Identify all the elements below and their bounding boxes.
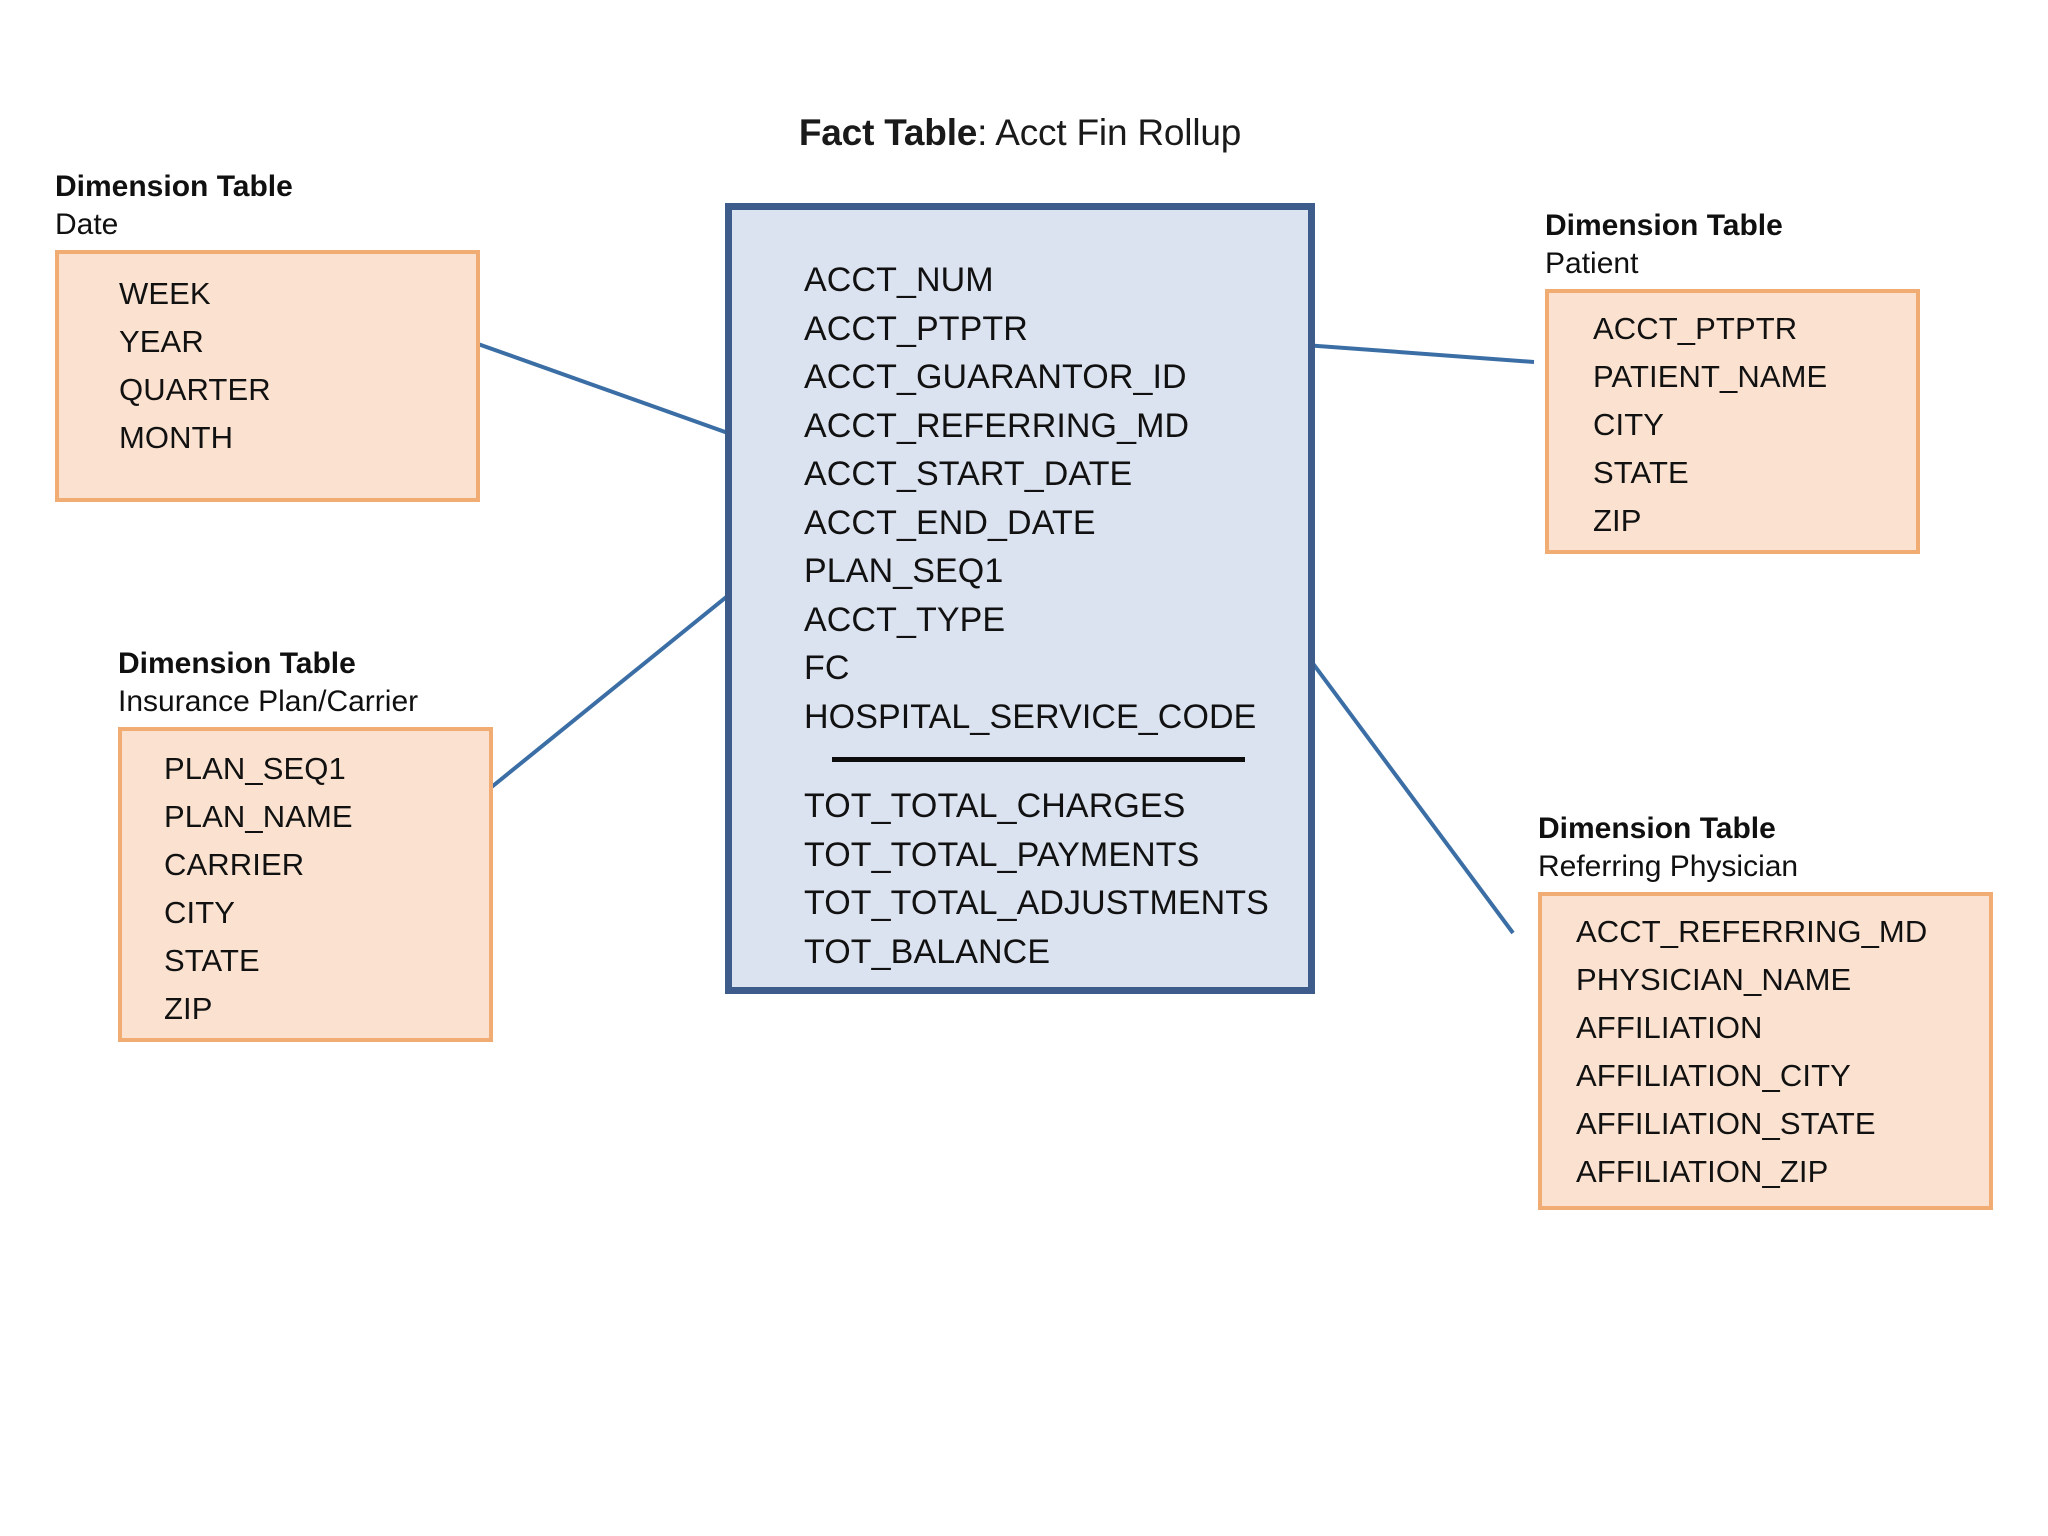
fact-table-title-label: Fact Table: [798, 112, 978, 153]
dimension-table-physician-heading: Dimension Table Referring Physician: [1538, 810, 1993, 886]
fact-field: ACCT_GUARANTOR_ID: [804, 358, 1187, 396]
dimension-table-name: Insurance Plan/Carrier: [118, 684, 419, 718]
dimension-table-physician-box[interactable]: ACCT_REFERRING_MD PHYSICIAN_NAME AFFILIA…: [1538, 891, 1993, 1210]
dimension-table-physician-field-list: ACCT_REFERRING_MD PHYSICIAN_NAME AFFILIA…: [1542, 896, 1989, 1210]
fact-measure: TOT_TOTAL_CHARGES: [804, 787, 1186, 825]
dimension-field: CITY: [164, 894, 236, 930]
fact-measure: TOT_TOTAL_PAYMENTS: [804, 835, 1200, 874]
dimension-table-patient-field-list: ACCT_PTPTR PATIENT_NAME CITY STATE ZIP: [1549, 293, 1916, 559]
dimension-field: STATE: [164, 942, 260, 978]
fact-field: ACCT_TYPE: [804, 600, 1006, 639]
dimension-table-date: Dimension Table Date WEEK YEAR QUARTER M…: [55, 168, 480, 502]
fact-field: ACCT_PTPTR: [804, 309, 1028, 348]
dimension-table-insurance: Dimension Table Insurance Plan/Carrier P…: [118, 645, 493, 1042]
dimension-field: PLAN_SEQ1: [164, 750, 346, 786]
fact-table-title: Fact Table: Acct Fin Rollup: [725, 112, 1315, 154]
dimension-field: AFFILIATION_STATE: [1576, 1105, 1876, 1141]
fact-field: PLAN_SEQ1: [804, 552, 1004, 590]
fact-field: FC: [804, 649, 850, 687]
fact-measure: TOT_BALANCE: [804, 932, 1051, 971]
dimension-field: AFFILIATION_CITY: [1576, 1057, 1851, 1093]
dimension-field: PHYSICIAN_NAME: [1576, 961, 1852, 997]
dimension-table-label: Dimension Table: [1545, 209, 1783, 242]
dimension-field: CARRIER: [164, 846, 305, 882]
dimension-field: QUARTER: [119, 371, 271, 407]
dimension-table-date-box[interactable]: WEEK YEAR QUARTER MONTH: [55, 249, 480, 502]
dimension-field: AFFILIATION_ZIP: [1576, 1153, 1829, 1189]
dimension-table-patient: Dimension Table Patient ACCT_PTPTR PATIE…: [1545, 207, 1920, 554]
fact-table-box[interactable]: ACCT_NUM ACCT_PTPTR ACCT_GUARANTOR_ID AC…: [725, 203, 1315, 994]
fact-measure: TOT_TOTAL_ADJUSTMENTS: [804, 884, 1269, 922]
dimension-field: YEAR: [119, 323, 204, 359]
dimension-table-label: Dimension Table: [118, 647, 356, 680]
fact-field: ACCT_REFERRING_MD: [804, 406, 1190, 445]
dimension-table-date-field-list: WEEK YEAR QUARTER MONTH: [59, 254, 476, 476]
dimension-table-name: Patient: [1545, 246, 1639, 280]
fact-field: ACCT_END_DATE: [804, 503, 1096, 542]
dimension-field: ZIP: [164, 990, 213, 1026]
fact-field: ACCT_START_DATE: [804, 455, 1133, 493]
fact-field: ACCT_NUM: [804, 261, 994, 299]
dimension-table-patient-heading: Dimension Table Patient: [1545, 207, 1920, 283]
fact-table-separator-rule: [832, 757, 1245, 762]
dimension-table-insurance-box[interactable]: PLAN_SEQ1 PLAN_NAME CARRIER CITY STATE Z…: [118, 726, 493, 1042]
dimension-table-name: Date: [55, 207, 119, 241]
dimension-table-insurance-heading: Dimension Table Insurance Plan/Carrier: [118, 645, 493, 721]
dimension-table-date-heading: Dimension Table Date: [55, 168, 480, 244]
dimension-table-label: Dimension Table: [1538, 812, 1776, 845]
dimension-field: WEEK: [119, 275, 211, 311]
fact-field: HOSPITAL_SERVICE_CODE: [804, 697, 1257, 736]
dimension-table-physician: Dimension Table Referring Physician ACCT…: [1538, 810, 1993, 1210]
dimension-field: ACCT_REFERRING_MD: [1576, 913, 1928, 949]
dimension-field: STATE: [1593, 454, 1689, 490]
dimension-field: AFFILIATION: [1576, 1009, 1763, 1045]
dimension-field: ACCT_PTPTR: [1593, 310, 1798, 346]
dimension-field: ZIP: [1593, 502, 1642, 538]
dimension-field: MONTH: [119, 419, 234, 455]
dimension-table-patient-box[interactable]: ACCT_PTPTR PATIENT_NAME CITY STATE ZIP: [1545, 288, 1920, 554]
dimension-field: PLAN_NAME: [164, 798, 353, 834]
dimension-table-name: Referring Physician: [1538, 849, 1799, 883]
dimension-table-label: Dimension Table: [55, 170, 293, 203]
fact-table-field-list: ACCT_NUM ACCT_PTPTR ACCT_GUARANTOR_ID AC…: [804, 256, 1298, 976]
fact-table-title-separator: :: [977, 112, 996, 153]
fact-table-title-name: Acct Fin Rollup: [995, 112, 1242, 153]
dimension-table-insurance-field-list: PLAN_SEQ1 PLAN_NAME CARRIER CITY STATE Z…: [122, 731, 489, 1047]
dimension-field: PATIENT_NAME: [1593, 358, 1828, 394]
dimension-field: CITY: [1593, 406, 1665, 442]
